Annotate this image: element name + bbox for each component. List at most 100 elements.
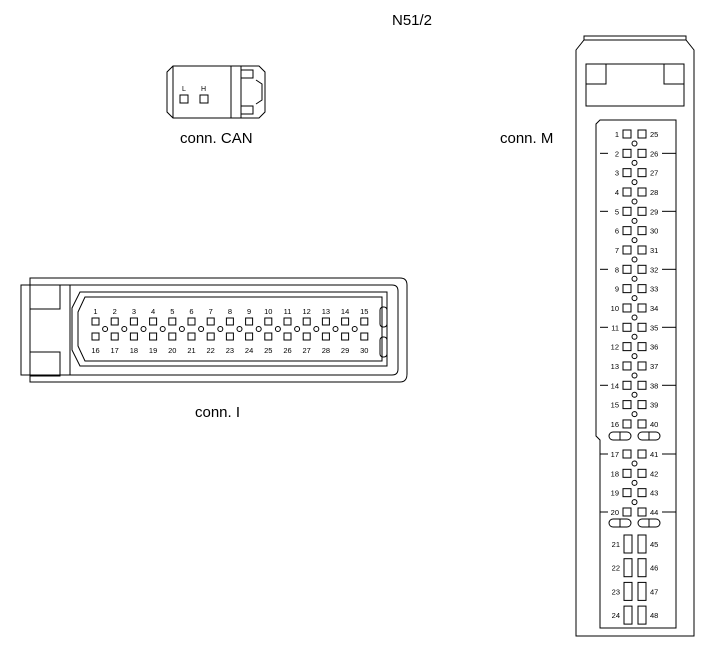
conn-m-guide-hole (631, 140, 638, 147)
conn-i-pin-label: 5 (170, 307, 174, 316)
conn-i-pin (360, 332, 369, 341)
conn-m-pin (622, 488, 632, 498)
conn-i-guide-hole (313, 326, 320, 332)
conn-m-pin (622, 168, 632, 178)
conn-m-lock-left (585, 63, 607, 85)
conn-i-pin-label: 18 (130, 346, 138, 355)
conn-m-pin-label: 40 (650, 420, 658, 429)
conn-i-pin-label: 29 (341, 346, 349, 355)
conn-m-lock-right (663, 63, 685, 85)
conn-m-guide-hole (631, 314, 638, 321)
conn-m-power-pin (623, 534, 633, 554)
conn-i-pin-label: 28 (322, 346, 330, 355)
conn-m-pin (637, 284, 647, 294)
conn-m-pin (622, 361, 632, 371)
conn-i-guide-hole (121, 326, 128, 332)
conn-m-guide-hole (631, 391, 638, 398)
conn-m-pin (622, 284, 632, 294)
conn-i-pin-label: 13 (322, 307, 330, 316)
conn-m-pin (637, 468, 647, 478)
conn-i-pin (341, 317, 350, 326)
conn-m-pin (622, 342, 632, 352)
conn-m-pin-label: 23 (612, 587, 620, 596)
conn-m-guide-hole (631, 499, 638, 506)
conn-can-side-tab (255, 79, 263, 105)
conn-m-pin (622, 226, 632, 236)
conn-m-pin-label: 30 (650, 227, 658, 236)
conn-i-pin-label: 11 (284, 307, 292, 316)
conn-i-guide-hole (198, 326, 205, 332)
conn-m-pin (637, 342, 647, 352)
conn-i-pin-label: 21 (187, 346, 195, 355)
conn-can-pin-h (199, 94, 209, 104)
conn-m-pin-label: 28 (650, 188, 658, 197)
conn-m-pin-label: 3 (615, 169, 619, 178)
conn-m-pin-label: 10 (611, 304, 619, 313)
conn-m-pin (622, 507, 632, 517)
conn-m-pin-label: 44 (650, 508, 658, 517)
conn-m-pin-label: 41 (650, 450, 658, 459)
conn-i-pin-label: 20 (168, 346, 176, 355)
conn-m-pin (622, 449, 632, 459)
conn-i-pin-label: 14 (341, 307, 349, 316)
conn-m-pin-label: 11 (611, 323, 619, 332)
conn-m-pin (622, 245, 632, 255)
conn-m-pin-label: 38 (650, 381, 658, 390)
conn-i-pin (302, 317, 311, 326)
conn-m-pin (622, 303, 632, 313)
conn-i-lock-top (29, 284, 61, 310)
conn-m-pin-label: 29 (650, 207, 658, 216)
conn-i-pin-label: 26 (283, 346, 291, 355)
conn-i-pin (149, 317, 158, 326)
conn-i-pin (360, 317, 369, 326)
conn-m-pin (622, 206, 632, 216)
conn-m-guide-hole (631, 479, 638, 486)
conn-i-guide-hole (351, 326, 358, 332)
conn-can-latch-bottom (240, 105, 254, 115)
conn-m-pin (637, 322, 647, 332)
conn-m-pin (637, 226, 647, 236)
conn-m-power-pin (623, 605, 633, 625)
conn-m-pin-label: 5 (615, 207, 619, 216)
conn-i-pin-label: 23 (226, 346, 234, 355)
conn-m-guide-hole (631, 159, 638, 166)
conn-i-label: conn. I (195, 404, 241, 421)
conn-i-pin (245, 332, 254, 341)
conn-m-guide-hole (631, 217, 638, 224)
conn-m-guide-hole (631, 256, 638, 263)
conn-i-pin-label: 16 (91, 346, 99, 355)
conn-m-pin-label: 24 (612, 611, 620, 620)
conn-m-guide-hole (631, 179, 638, 186)
conn-i-pin (187, 317, 196, 326)
conn-i-pin (129, 317, 138, 326)
conn-i-guide-hole (274, 326, 281, 332)
conn-m-pin (622, 187, 632, 197)
conn-i-guide-hole (332, 326, 339, 332)
conn-m-power-pin (623, 558, 633, 578)
conn-i-pin-label: 4 (151, 307, 155, 316)
conn-i-pin-label: 30 (360, 346, 368, 355)
conn-i-lock-bottom (29, 351, 61, 377)
conn-m-pin-label: 35 (650, 323, 658, 332)
conn-m-pin-label: 36 (650, 343, 658, 352)
conn-i-pin-label: 2 (113, 307, 117, 316)
conn-m-guide-hole (631, 333, 638, 340)
diagram-title: N51/2 (392, 12, 433, 29)
conn-can-pin-l-label: L (182, 86, 186, 93)
conn-m-pin-label: 2 (615, 149, 619, 158)
conn-m-pin-label: 46 (650, 564, 658, 573)
conn-m-pin (637, 488, 647, 498)
conn-i-guide-hole (159, 326, 166, 332)
conn-m-power-pin (623, 581, 633, 601)
conn-i-outer-housing (29, 277, 408, 383)
conn-i-pin (149, 332, 158, 341)
conn-m-pin-label: 8 (615, 265, 619, 274)
conn-i-pin (129, 332, 138, 341)
conn-m-pin-label: 45 (650, 540, 658, 549)
conn-i-guide-hole (294, 326, 301, 332)
conn-m-pin-label: 26 (650, 149, 658, 158)
conn-m-power-pin (637, 558, 647, 578)
conn-can-housing (166, 65, 266, 119)
